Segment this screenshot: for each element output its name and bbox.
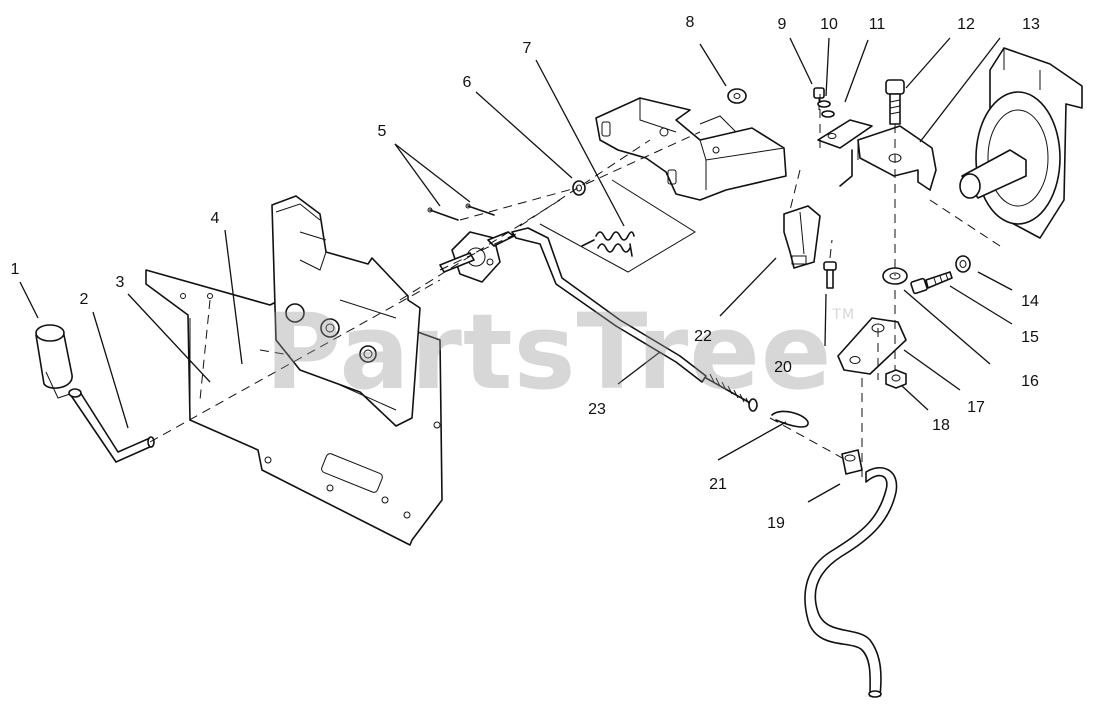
pivot-assembly-part[interactable] [439,231,515,283]
bracket-part-11[interactable] [817,119,873,149]
callout-13[interactable]: 13 [1022,16,1040,33]
callout-22[interactable]: 22 [694,328,712,345]
callout-17[interactable]: 17 [967,399,985,416]
callout-4[interactable]: 4 [210,210,220,227]
bolt-part-15[interactable] [910,271,953,295]
callout-14[interactable]: 14 [1021,293,1039,310]
pin-part-5b[interactable] [465,203,495,216]
callout-16[interactable]: 16 [1021,373,1039,390]
bracket-part-13[interactable] [839,125,937,191]
callout-11[interactable]: 11 [868,16,886,33]
transmission-housing-part[interactable] [959,47,1083,239]
callout-21[interactable]: 21 [709,476,727,493]
spring-part-7[interactable] [581,231,635,257]
washer-part-8[interactable] [727,88,747,104]
plate-part-17[interactable] [837,317,907,375]
control-bracket-part[interactable] [271,195,421,427]
control-rod-part-23[interactable] [511,227,758,412]
watermark: PartsTreeTM [265,300,855,404]
bracket-part-22[interactable] [783,205,821,269]
nut-part-6[interactable] [572,180,586,196]
callout-9[interactable]: 9 [777,16,787,33]
knob-part[interactable] [35,324,73,399]
callout-1[interactable]: 1 [10,261,20,278]
lift-arm-part-19[interactable] [804,449,898,698]
lever-rod-part[interactable] [68,388,155,463]
callout-leader-lines [19,37,1013,503]
washer-part-10[interactable] [817,100,835,118]
nut-part-18[interactable] [885,369,907,389]
watermark-text: PartsTree [265,291,833,413]
callout-18[interactable]: 18 [932,417,950,434]
callout-2[interactable]: 2 [79,291,89,308]
callout-10[interactable]: 10 [820,16,838,33]
washer-part-14[interactable] [955,255,971,273]
callout-8[interactable]: 8 [685,14,695,31]
mount-bracket-part[interactable] [595,97,787,201]
callout-12[interactable]: 12 [957,16,975,33]
callout-6[interactable]: 6 [462,74,472,91]
screw-part-20[interactable] [823,261,837,289]
assembly-reference-lines [149,94,1001,480]
watermark-trademark: TM [832,307,856,323]
callout-20[interactable]: 20 [774,359,792,376]
callout-19[interactable]: 19 [767,515,785,532]
callout-5[interactable]: 5 [377,123,387,140]
callout-15[interactable]: 15 [1021,329,1039,346]
pin-part-5a[interactable] [427,207,459,221]
spring-reference-box [539,179,696,273]
callout-23[interactable]: 23 [588,401,606,418]
callout-3[interactable]: 3 [115,274,125,291]
bolt-part-12[interactable] [885,79,905,125]
hairpin-clip-part-21[interactable] [771,410,809,428]
callout-7[interactable]: 7 [522,40,532,57]
